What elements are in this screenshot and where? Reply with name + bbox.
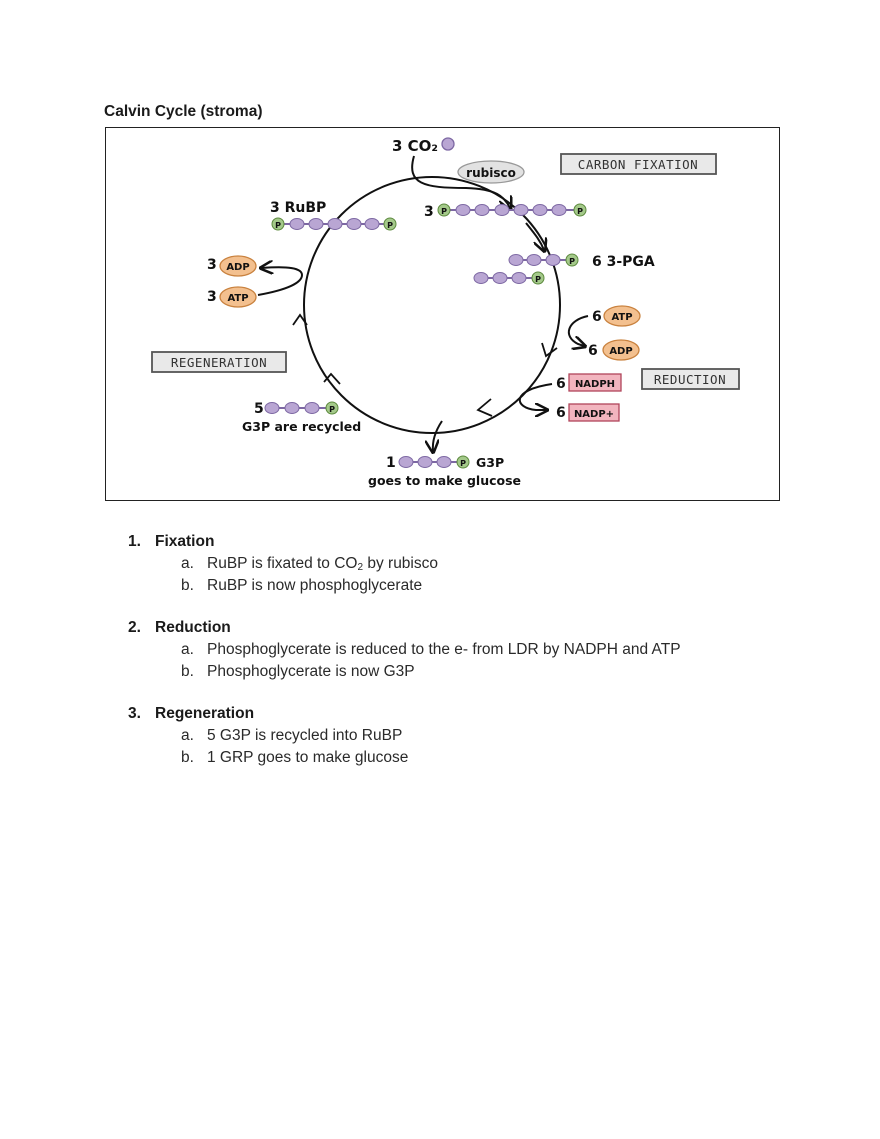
nadp-count: 6 <box>556 405 566 421</box>
regen-adp-count: 3 <box>207 257 217 273</box>
sub-item: a. RuBP is fixated to CO2 by rubisco <box>128 553 681 575</box>
sub-item: b. Phosphoglycerate is now G3P <box>128 661 681 683</box>
cycle-arrow-right <box>541 342 558 358</box>
svg-text:REGENERATION: REGENERATION <box>171 355 267 370</box>
split-arrow <box>525 222 544 250</box>
sub-letter: b. <box>181 577 194 594</box>
adp-out-molecule: ADP <box>602 339 640 361</box>
g3p-out-text: goes to make glucose <box>368 473 521 488</box>
sub-text: Phosphoglycerate is now G3P <box>207 663 415 680</box>
reduction-stage: REDUCTION <box>641 368 740 390</box>
item-number: 2. <box>128 619 141 636</box>
g3p-out-count: 1 <box>386 455 396 471</box>
pga-label: 6 3-PGA <box>592 254 655 270</box>
list-item-regeneration: 3. Regeneration a. 5 G3P is recycled int… <box>128 703 681 769</box>
sub-item: a. Phosphoglycerate is reduced to the e-… <box>128 639 681 661</box>
fixation-count: 3 <box>424 204 434 220</box>
item-number: 3. <box>128 705 141 722</box>
svg-text:P: P <box>577 207 583 216</box>
svg-text:P: P <box>460 459 466 468</box>
cycle-ring <box>303 176 561 434</box>
g3p-exit-arrow <box>433 420 443 451</box>
g3p-recycled-text: G3P are recycled <box>242 419 361 434</box>
list-item-fixation: 1. Fixation a. RuBP is fixated to CO2 by… <box>128 531 681 597</box>
co2-entry-arrow <box>411 155 510 208</box>
svg-text:ATP: ATP <box>227 293 248 304</box>
svg-text:ADP: ADP <box>226 262 249 273</box>
calvin-cycle-diagram: 3 CO₂ rubisco CARBON FIXATION REDUCTION … <box>105 127 780 501</box>
rubp-label: 3 RuBP <box>270 200 326 216</box>
sub-text: Phosphoglycerate is reduced to the e- fr… <box>207 641 681 658</box>
carbon-fixation-stage: CARBON FIXATION <box>560 153 717 175</box>
item-title: Reduction <box>155 619 231 636</box>
svg-text:P: P <box>329 405 335 414</box>
svg-text:REDUCTION: REDUCTION <box>654 372 726 387</box>
page-title: Calvin Cycle (stroma) <box>104 103 263 120</box>
sub-item: b. RuBP is now phosphoglycerate <box>128 575 681 597</box>
sub-item: b. 1 GRP goes to make glucose <box>128 747 681 769</box>
regen-atp-count: 3 <box>207 289 217 305</box>
rubp-molecule: P P <box>271 217 397 231</box>
regen-adp-molecule: ADP <box>219 255 257 277</box>
co2-label: 3 CO₂ <box>392 137 438 155</box>
rubisco-label: rubisco <box>466 166 516 180</box>
atp-to-adp-arrow <box>567 315 588 346</box>
sub-text: RuBP is fixated to CO2 by rubisco <box>207 555 438 573</box>
svg-text:P: P <box>441 207 447 216</box>
nadph-to-nadp-arrow <box>519 383 553 410</box>
svg-text:NADPH: NADPH <box>575 379 615 390</box>
sub-letter: a. <box>181 727 194 744</box>
svg-text:P: P <box>275 221 281 230</box>
nadph-count: 6 <box>556 376 566 392</box>
sub-text: 5 G3P is recycled into RuBP <box>207 727 403 744</box>
sub-text: 1 GRP goes to make glucose <box>207 749 409 766</box>
item-title: Fixation <box>155 533 215 550</box>
atp-in-count: 6 <box>592 309 602 325</box>
six-carbon-intermediate: P P <box>437 203 587 217</box>
sub-text: RuBP is now phosphoglycerate <box>207 577 423 594</box>
svg-text:ADP: ADP <box>609 346 632 357</box>
sub-letter: a. <box>181 555 194 572</box>
cycle-arrow-left <box>292 313 308 326</box>
g3p-out-molecule: P <box>398 455 470 469</box>
item-number: 1. <box>128 533 141 550</box>
nadp-molecule: NADP+ <box>568 403 620 422</box>
adp-out-count: 6 <box>588 343 598 359</box>
rubisco-enzyme <box>457 160 525 184</box>
sub-letter: b. <box>181 663 194 680</box>
stages-list: 1. Fixation a. RuBP is fixated to CO2 by… <box>128 531 681 789</box>
svg-text:P: P <box>387 221 393 230</box>
g3p-recycled-count: 5 <box>254 401 264 417</box>
svg-text:P: P <box>569 257 575 266</box>
regen-energy-arrow <box>257 267 304 296</box>
sub-letter: a. <box>181 641 194 658</box>
sub-item: a. 5 G3P is recycled into RuBP <box>128 725 681 747</box>
g3p-recycled-molecule: P <box>264 401 339 415</box>
sub-letter: b. <box>181 749 194 766</box>
svg-text:NADP+: NADP+ <box>574 409 614 420</box>
list-item-reduction: 2. Reduction a. Phosphoglycerate is redu… <box>128 617 681 683</box>
svg-text:ATP: ATP <box>611 312 632 323</box>
pga-molecules: P P <box>473 253 579 285</box>
item-title: Regeneration <box>155 705 255 722</box>
cycle-arrow-lower-left <box>323 372 341 385</box>
g3p-out-label: G3P <box>476 455 504 470</box>
atp-in-molecule: ATP <box>603 305 641 327</box>
svg-text:P: P <box>535 275 541 284</box>
co2-molecule <box>441 137 455 151</box>
cycle-arrow-bottom <box>476 398 493 417</box>
svg-text:CARBON FIXATION: CARBON FIXATION <box>578 157 698 172</box>
diagram-canvas: 3 CO₂ rubisco CARBON FIXATION REDUCTION … <box>151 137 740 488</box>
nadph-molecule: NADPH <box>568 373 622 392</box>
regen-atp-molecule: ATP <box>219 286 257 308</box>
regeneration-stage: REGENERATION <box>151 351 287 373</box>
